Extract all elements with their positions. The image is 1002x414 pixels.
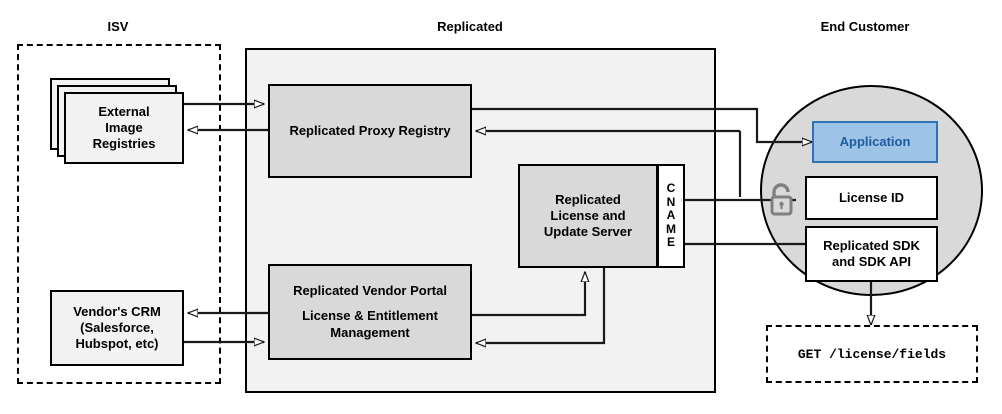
zone-label-replicated: Replicated (437, 19, 503, 34)
api-request-label: GET /license/fields (797, 346, 947, 362)
sdk-line-1: Replicated SDK (823, 237, 920, 253)
registries-line-1: External (98, 103, 150, 119)
sdk-line-2: and SDK API (832, 254, 911, 269)
cname-strip[interactable]: C N A M E (657, 164, 685, 268)
replicated-vendor-portal[interactable]: Replicated Vendor Portal License & Entit… (268, 264, 472, 360)
license-id[interactable]: License ID (805, 176, 938, 220)
license-server-line-2: License and (550, 207, 626, 223)
cname-letter-n: N (666, 194, 676, 209)
cname-letter-e: E (666, 235, 675, 250)
crm-line-2: (Salesforce, (80, 319, 154, 335)
external-image-registries[interactable]: External Image Registries (64, 92, 184, 164)
registries-line-2: Image (105, 119, 143, 135)
vendor-portal-line-2: License & Entitlement (302, 308, 438, 324)
vendor-portal-line-1: Replicated Vendor Portal (293, 283, 447, 299)
replicated-sdk[interactable]: Replicated SDK and SDK API (805, 226, 938, 282)
isv-zone (17, 44, 221, 384)
zone-label-end-customer: End Customer (820, 19, 910, 34)
vendor-portal-line-3: Management (330, 324, 410, 340)
registries-line-3: Registries (92, 136, 156, 152)
vendors-crm[interactable]: Vendor's CRM (Salesforce, Hubspot, etc) (50, 290, 184, 366)
application[interactable]: Application (812, 121, 938, 163)
application-label: Application (839, 133, 911, 149)
crm-line-1: Vendor's CRM (73, 303, 161, 319)
unlocked-padlock-icon (770, 183, 793, 216)
license-server-line-3: Update Server (543, 224, 633, 240)
license-server-line-1: Replicated (555, 191, 621, 207)
zone-label-isv: ISV (107, 19, 129, 34)
replicated-license-and-update-server[interactable]: Replicated License and Update Server (518, 164, 658, 268)
vendor-portal-spacer (293, 299, 447, 308)
cname-letter-c: C (666, 181, 676, 196)
replicated-proxy-registry[interactable]: Replicated Proxy Registry (268, 84, 472, 178)
api-request-box: GET /license/fields (766, 325, 978, 383)
proxy-registry-label: Replicated Proxy Registry (289, 122, 451, 138)
license-id-label: License ID (838, 189, 905, 205)
crm-line-3: Hubspot, etc) (75, 336, 159, 352)
cname-letter-m: M (666, 221, 676, 236)
cname-letter-a: A (666, 208, 676, 223)
